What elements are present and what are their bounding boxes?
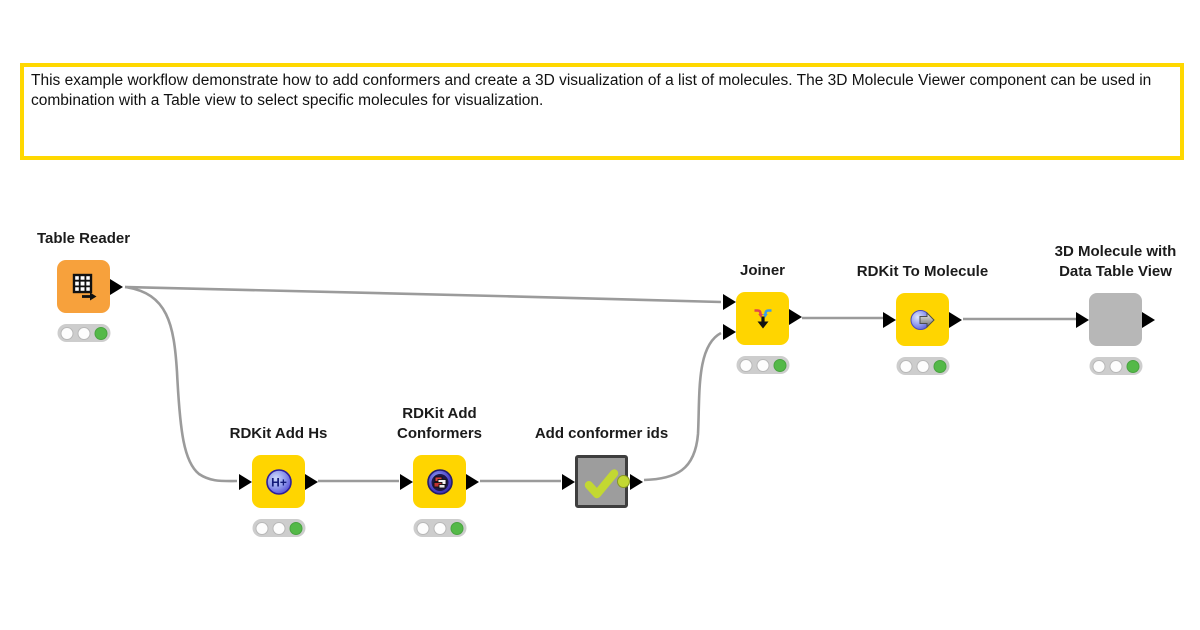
annotation-text: This example workflow demonstrate how to… [31,72,1152,109]
node-3d-molecule-with-data-table-view[interactable]: 3D Molecule with Data Table View [1055,243,1176,375]
node-label: RDKit To Molecule [856,263,989,280]
output-port[interactable] [630,473,643,490]
output-port[interactable] [789,309,802,325]
input-port-top[interactable] [723,294,736,310]
output-port[interactable] [466,473,479,490]
connection-add-conformer-ids-to-joiner[interactable] [643,331,722,482]
node-label: 3D Molecule with Data Table View [1054,243,1177,280]
workflow-annotation[interactable]: This example workflow demonstrate how to… [20,63,1184,160]
input-port[interactable] [883,311,896,328]
h-plus-sphere-icon: H+ [252,455,305,508]
node-label: Add conformer ids [534,425,669,442]
node-body-rdkit-to-molecule[interactable] [896,293,949,346]
traffic-light [413,519,466,537]
input-port-bottom[interactable] [723,324,736,340]
node-body-3d-molecule-view[interactable] [1089,293,1142,346]
input-port[interactable] [1076,311,1089,328]
conformers-sphere-icon [413,455,466,508]
node-label: Joiner [739,262,786,279]
node-joiner[interactable]: Joiner [723,262,802,374]
node-label: RDKit Add Hs [229,425,328,442]
checkmark-icon [578,458,625,505]
node-add-conformer-ids[interactable]: Add conformer ids [535,425,668,508]
output-port[interactable] [110,278,123,295]
input-port[interactable] [239,473,252,490]
node-rdkit-add-conformers[interactable]: RDKit Add Conformers [397,405,482,537]
input-port[interactable] [562,473,575,490]
node-body-rdkit-add-hs[interactable]: H+ [252,455,305,508]
output-port[interactable] [305,473,318,490]
sphere-arrow-right-icon [896,293,949,346]
output-port[interactable] [1142,311,1155,328]
join-arrows-icon [736,292,789,345]
metanode-output-dot [617,475,630,488]
node-rdkit-to-molecule[interactable]: RDKit To Molecule [857,263,988,375]
output-port[interactable] [949,311,962,328]
connection-table-reader-to-rdkit-add-hs[interactable] [124,285,238,483]
input-port[interactable] [400,473,413,490]
connection-table-reader-to-joiner[interactable] [124,285,722,304]
traffic-light [252,519,305,537]
node-body-table-reader[interactable] [57,260,110,313]
node-body-joiner[interactable] [736,292,789,345]
node-label: Table Reader [36,230,131,247]
traffic-light [736,356,789,374]
node-label: RDKit Add Conformers [396,405,483,442]
node-body-rdkit-add-conformers[interactable] [413,455,466,508]
svg-text:H+: H+ [271,475,287,489]
table-grid-arrow-icon [57,260,110,313]
node-rdkit-add-hs[interactable]: RDKit Add Hs H+ [230,425,327,537]
node-table-reader[interactable]: Table Reader [37,230,130,342]
traffic-light [57,324,110,342]
traffic-light [896,357,949,375]
traffic-light [1089,357,1142,375]
